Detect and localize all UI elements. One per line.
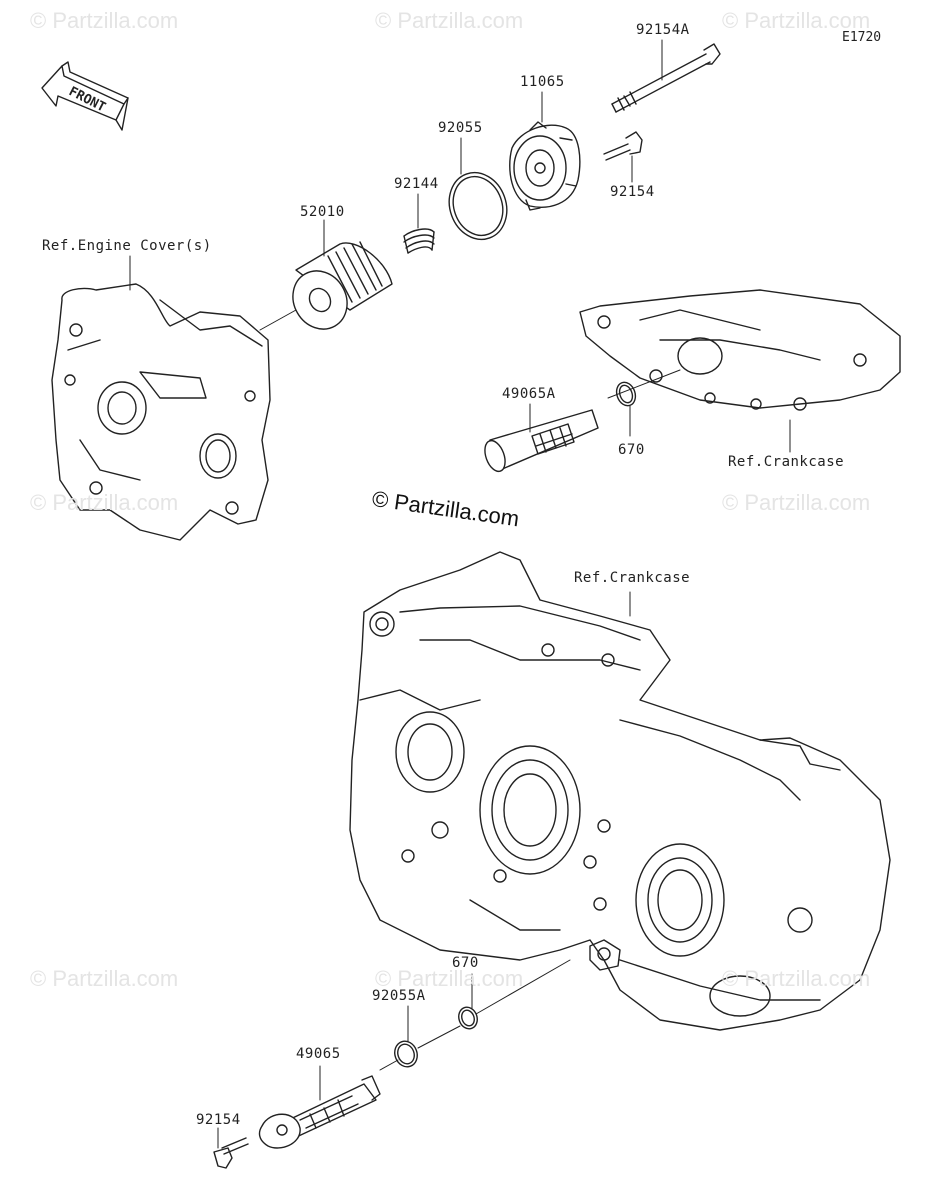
label-92154-bottom: 92154	[196, 1112, 241, 1128]
engine-cover-part	[51, 283, 271, 541]
label-92154A: 92154A	[636, 22, 690, 38]
label-11065: 11065	[520, 74, 565, 90]
watermark-8: © Partzilla.com	[722, 966, 871, 991]
label-ref-crankcase-top: Ref.Crankcase	[728, 454, 845, 470]
oil-filter-cover-part	[509, 121, 581, 211]
crankcase-upper-part	[579, 289, 901, 411]
watermark-1: © Partzilla.com	[30, 8, 179, 33]
bolt-92154A-part	[611, 43, 721, 113]
label-52010: 52010	[300, 204, 345, 220]
label-ref-engine-cover: Ref.Engine Cover(s)	[42, 238, 212, 254]
spring-92144-part	[403, 228, 435, 254]
watermark-6: © Partzilla.com	[30, 966, 179, 991]
label-92055A: 92055A	[372, 988, 426, 1004]
label-92144: 92144	[394, 176, 439, 192]
diagram-code: E1720	[842, 30, 882, 45]
watermark-5: © Partzilla.com	[722, 490, 871, 515]
o-ring-92055A-part	[394, 1040, 418, 1068]
bolt-92154-bottom-part	[213, 1137, 249, 1169]
crankcase-main-part	[349, 551, 891, 1031]
watermark-7: © Partzilla.com	[375, 966, 524, 991]
label-ref-crankcase-mid: Ref.Crankcase	[574, 570, 691, 586]
o-ring-92055-part	[448, 171, 508, 241]
oil-filter-52010-part	[292, 241, 393, 330]
watermark-4: © Partzilla.com	[30, 490, 179, 515]
leader-lines	[129, 39, 791, 1149]
strainer-49065-part	[258, 1075, 381, 1149]
label-49065A: 49065A	[502, 386, 556, 402]
label-49065: 49065	[296, 1046, 341, 1062]
o-ring-670-bottom-part	[458, 1006, 478, 1030]
front-arrow-icon	[41, 61, 129, 131]
strainer-49065A-part	[484, 409, 599, 473]
watermark-3: © Partzilla.com	[722, 8, 871, 33]
label-92154-top: 92154	[610, 184, 655, 200]
label-670-bottom: 670	[452, 955, 479, 971]
o-ring-670-top-part	[615, 381, 637, 407]
watermark-2: © Partzilla.com	[375, 8, 524, 33]
label-670-top: 670	[618, 442, 645, 458]
bolt-92154-top-part	[603, 131, 643, 161]
alignment-lines	[259, 309, 681, 1071]
label-92055: 92055	[438, 120, 483, 136]
